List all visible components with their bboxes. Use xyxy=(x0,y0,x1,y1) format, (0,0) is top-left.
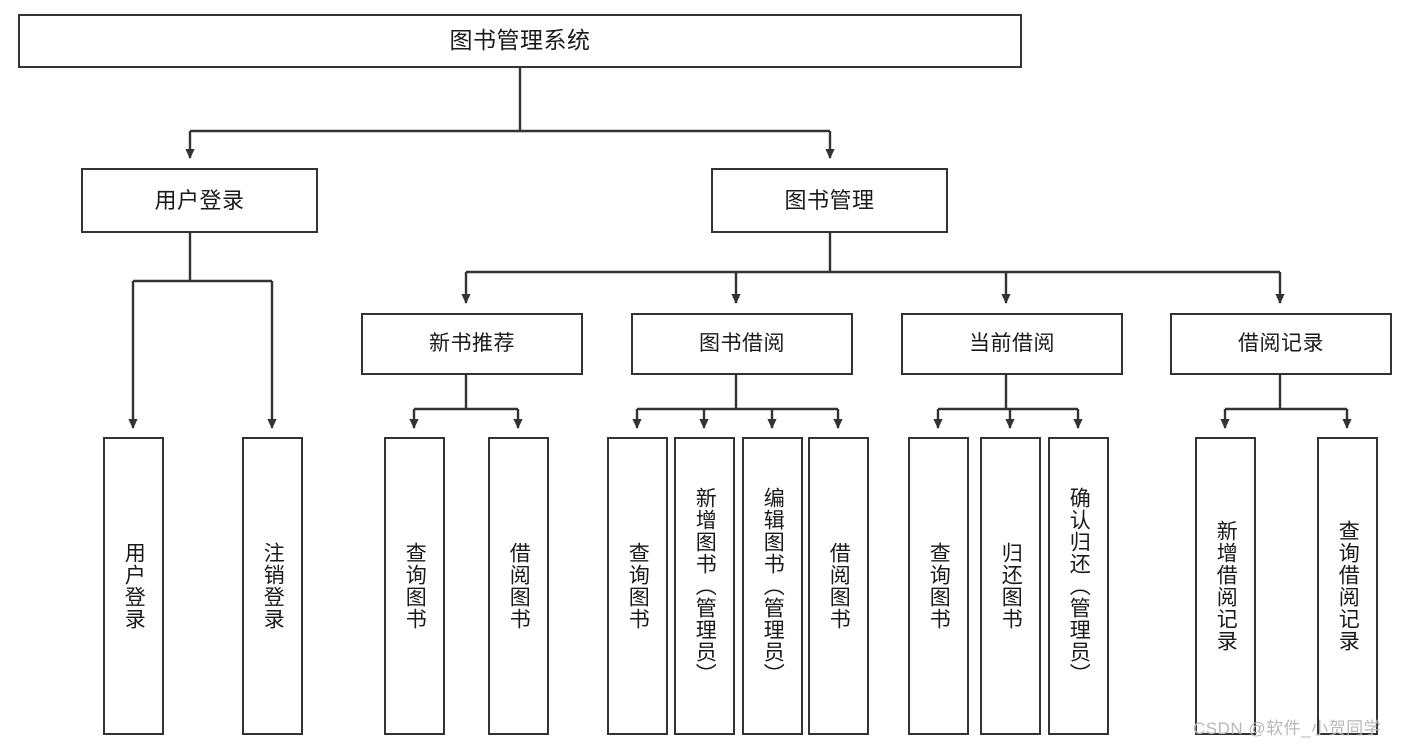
leaf-query-book-borrow[interactable]: 查询图书 xyxy=(607,437,668,735)
node-label: 查询借阅记录 xyxy=(1336,520,1360,652)
node-label: 图书管理 xyxy=(784,187,875,213)
leaf-query-borrow-record[interactable]: 查询借阅记录 xyxy=(1317,437,1378,735)
node-borrow-record[interactable]: 借阅记录 xyxy=(1170,313,1392,375)
node-new-book-recommend[interactable]: 新书推荐 xyxy=(361,313,583,375)
node-label: 用户登录 xyxy=(154,187,245,213)
leaf-add-book-admin[interactable]: 新增图书（管理员） xyxy=(674,437,735,735)
node-label: 归还图书 xyxy=(999,542,1023,630)
node-label: 查询图书 xyxy=(626,542,650,630)
leaf-borrow-book[interactable]: 借阅图书 xyxy=(808,437,869,735)
node-label: 注销登录 xyxy=(261,542,285,630)
node-label: 借阅图书 xyxy=(827,542,851,630)
node-user-login[interactable]: 用户登录 xyxy=(81,168,318,233)
node-label: 借阅记录 xyxy=(1238,331,1324,355)
node-label: 确认归还（管理员） xyxy=(1067,487,1091,685)
node-label: 用户登录 xyxy=(122,542,146,630)
node-label: 查询图书 xyxy=(403,542,427,630)
node-label: 新增借阅记录 xyxy=(1214,520,1238,652)
node-book-borrow[interactable]: 图书借阅 xyxy=(631,313,853,375)
leaf-user-login[interactable]: 用户登录 xyxy=(103,437,164,735)
leaf-return-book[interactable]: 归还图书 xyxy=(980,437,1041,735)
watermark-text: CSDN @软件_小贺同学 xyxy=(1193,719,1382,738)
node-label: 查询图书 xyxy=(927,542,951,630)
node-label: 新增图书（管理员） xyxy=(693,487,717,685)
leaf-user-logout[interactable]: 注销登录 xyxy=(242,437,303,735)
leaf-query-book-recommend[interactable]: 查询图书 xyxy=(384,437,445,735)
node-label: 当前借阅 xyxy=(969,331,1055,355)
leaf-edit-book-admin[interactable]: 编辑图书（管理员） xyxy=(742,437,803,735)
node-label: 图书借阅 xyxy=(699,331,785,355)
node-root-system[interactable]: 图书管理系统 xyxy=(18,14,1022,68)
leaf-borrow-book-recommend[interactable]: 借阅图书 xyxy=(488,437,549,735)
leaf-query-book-current[interactable]: 查询图书 xyxy=(908,437,969,735)
node-label: 编辑图书（管理员） xyxy=(761,487,785,685)
node-current-borrow[interactable]: 当前借阅 xyxy=(901,313,1123,375)
node-book-management[interactable]: 图书管理 xyxy=(711,168,948,233)
node-label: 借阅图书 xyxy=(507,542,531,630)
leaf-confirm-return-admin[interactable]: 确认归还（管理员） xyxy=(1048,437,1109,735)
node-label: 图书管理系统 xyxy=(449,27,591,54)
node-label: 新书推荐 xyxy=(429,331,515,355)
leaf-add-borrow-record[interactable]: 新增借阅记录 xyxy=(1195,437,1256,735)
